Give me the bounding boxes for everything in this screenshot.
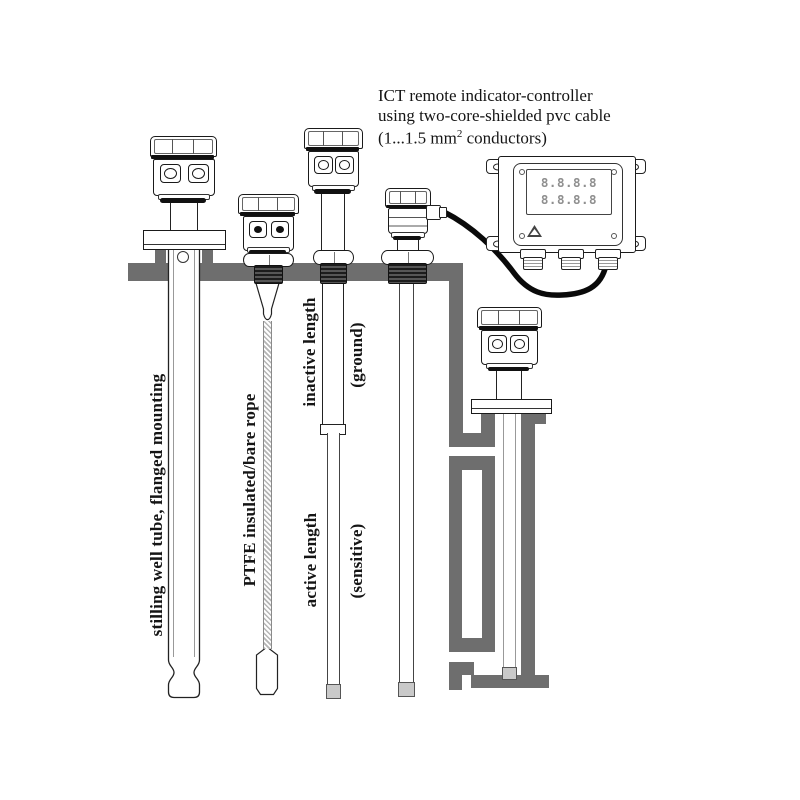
chamber-bottom-cap: [471, 675, 549, 688]
probe2-gasket: [240, 212, 295, 216]
probe3-gasket: [306, 147, 359, 151]
probe2-boss-right: [271, 221, 289, 238]
tank-wall-vertical-bottom: [449, 662, 462, 690]
label-inactive-length: inactive length: [300, 297, 319, 407]
probe3-ring-seal: [314, 189, 351, 194]
note-line2: using two-core-shielded pvc cable: [378, 105, 611, 125]
probe3-neck: [321, 194, 345, 251]
tank-nozzle-left: [155, 248, 166, 281]
lower-stub-top-wall: [449, 638, 495, 652]
probe2-ring-seal: [249, 250, 286, 254]
probe1-lid: [150, 136, 217, 157]
chamber-left-wall-lower: [482, 470, 495, 638]
tank-wall-vertical-mid: [449, 470, 462, 638]
probe4-ring-seal: [393, 236, 421, 240]
panel-screw-top-left: [519, 169, 525, 175]
probe3-active-rod: [327, 433, 340, 685]
probe4-threaded-boss: [388, 263, 427, 284]
note-line1: ICT remote indicator-controller: [378, 86, 593, 105]
probe5-gasket: [479, 326, 538, 330]
upper-stub-bottom-wall: [449, 456, 495, 470]
probe1-gasket: [151, 155, 214, 159]
note-line3: (1...1.5 mm2 conductors): [378, 128, 547, 148]
label-rope: PTFE insulated/bare rope: [240, 393, 259, 587]
probe5-ring-seal: [488, 367, 529, 371]
probe2-rope: [263, 321, 272, 649]
tank-nozzle-right: [202, 248, 213, 281]
probe3-ground-tube: [322, 282, 344, 427]
probe3-boss-right: [335, 156, 354, 174]
probe5-neck: [496, 371, 522, 400]
probe3-threaded-boss: [320, 263, 347, 284]
probe1-ring-seal: [160, 198, 206, 203]
gland2-body: [561, 257, 581, 270]
controller-display: 8.8.8.8 8.8.8.8: [526, 169, 612, 215]
probe1-neck: [170, 203, 198, 230]
probe1-vent-hole: [177, 251, 189, 263]
panel-screw-bottom-left: [519, 233, 525, 239]
probe1-boss-right: [188, 164, 209, 183]
probe4-cable-gland-nut: [439, 207, 447, 218]
label-ground: (ground): [347, 322, 366, 388]
probe3-lid: [304, 128, 363, 149]
chamber-right-ledge: [521, 412, 546, 424]
label-stilling-well: stilling well tube, flanged mounting: [147, 373, 166, 637]
gland3-body: [598, 257, 618, 270]
label-active-length: active length: [301, 512, 320, 608]
tank-wall-vertical-upper: [449, 281, 463, 447]
probe4-rod: [399, 282, 414, 683]
rope-weight: [255, 646, 279, 696]
probe2-threaded-boss: [254, 265, 283, 284]
probe4-neck: [397, 240, 419, 251]
chamber-left-wall-upper: [481, 412, 495, 447]
display-row2: 8.8.8.8: [540, 192, 598, 207]
probe5-rod-tip: [502, 667, 517, 680]
chamber-right-wall: [521, 424, 535, 675]
label-sensitive: (sensitive): [347, 523, 366, 599]
probe3-boss-left: [314, 156, 333, 174]
probe5-lid: [477, 307, 542, 328]
display-row1: 8.8.8.8: [540, 175, 598, 190]
probe1-flange: [143, 230, 226, 250]
probe4-rod-tip: [398, 682, 415, 697]
probe1-boss-left: [160, 164, 181, 183]
rope-insulator-taper: [254, 280, 281, 321]
probe4-gasket: [386, 205, 428, 208]
probe5-flange: [471, 399, 552, 414]
stilling-well-tube: [167, 247, 201, 699]
probe4-lid: [385, 188, 431, 207]
panel-screw-bottom-right: [611, 233, 617, 239]
note-text: ICT remote indicator-controller using tw…: [378, 86, 611, 148]
probe4-body: [388, 208, 428, 234]
probe5-rod: [503, 412, 516, 667]
probe3-rod-tip: [326, 684, 341, 699]
probe2-lid: [238, 194, 299, 214]
probe5-boss-right: [510, 335, 529, 353]
probe2-boss-left: [249, 221, 267, 238]
gland1-body: [523, 257, 543, 270]
probe5-boss-left: [488, 335, 507, 353]
